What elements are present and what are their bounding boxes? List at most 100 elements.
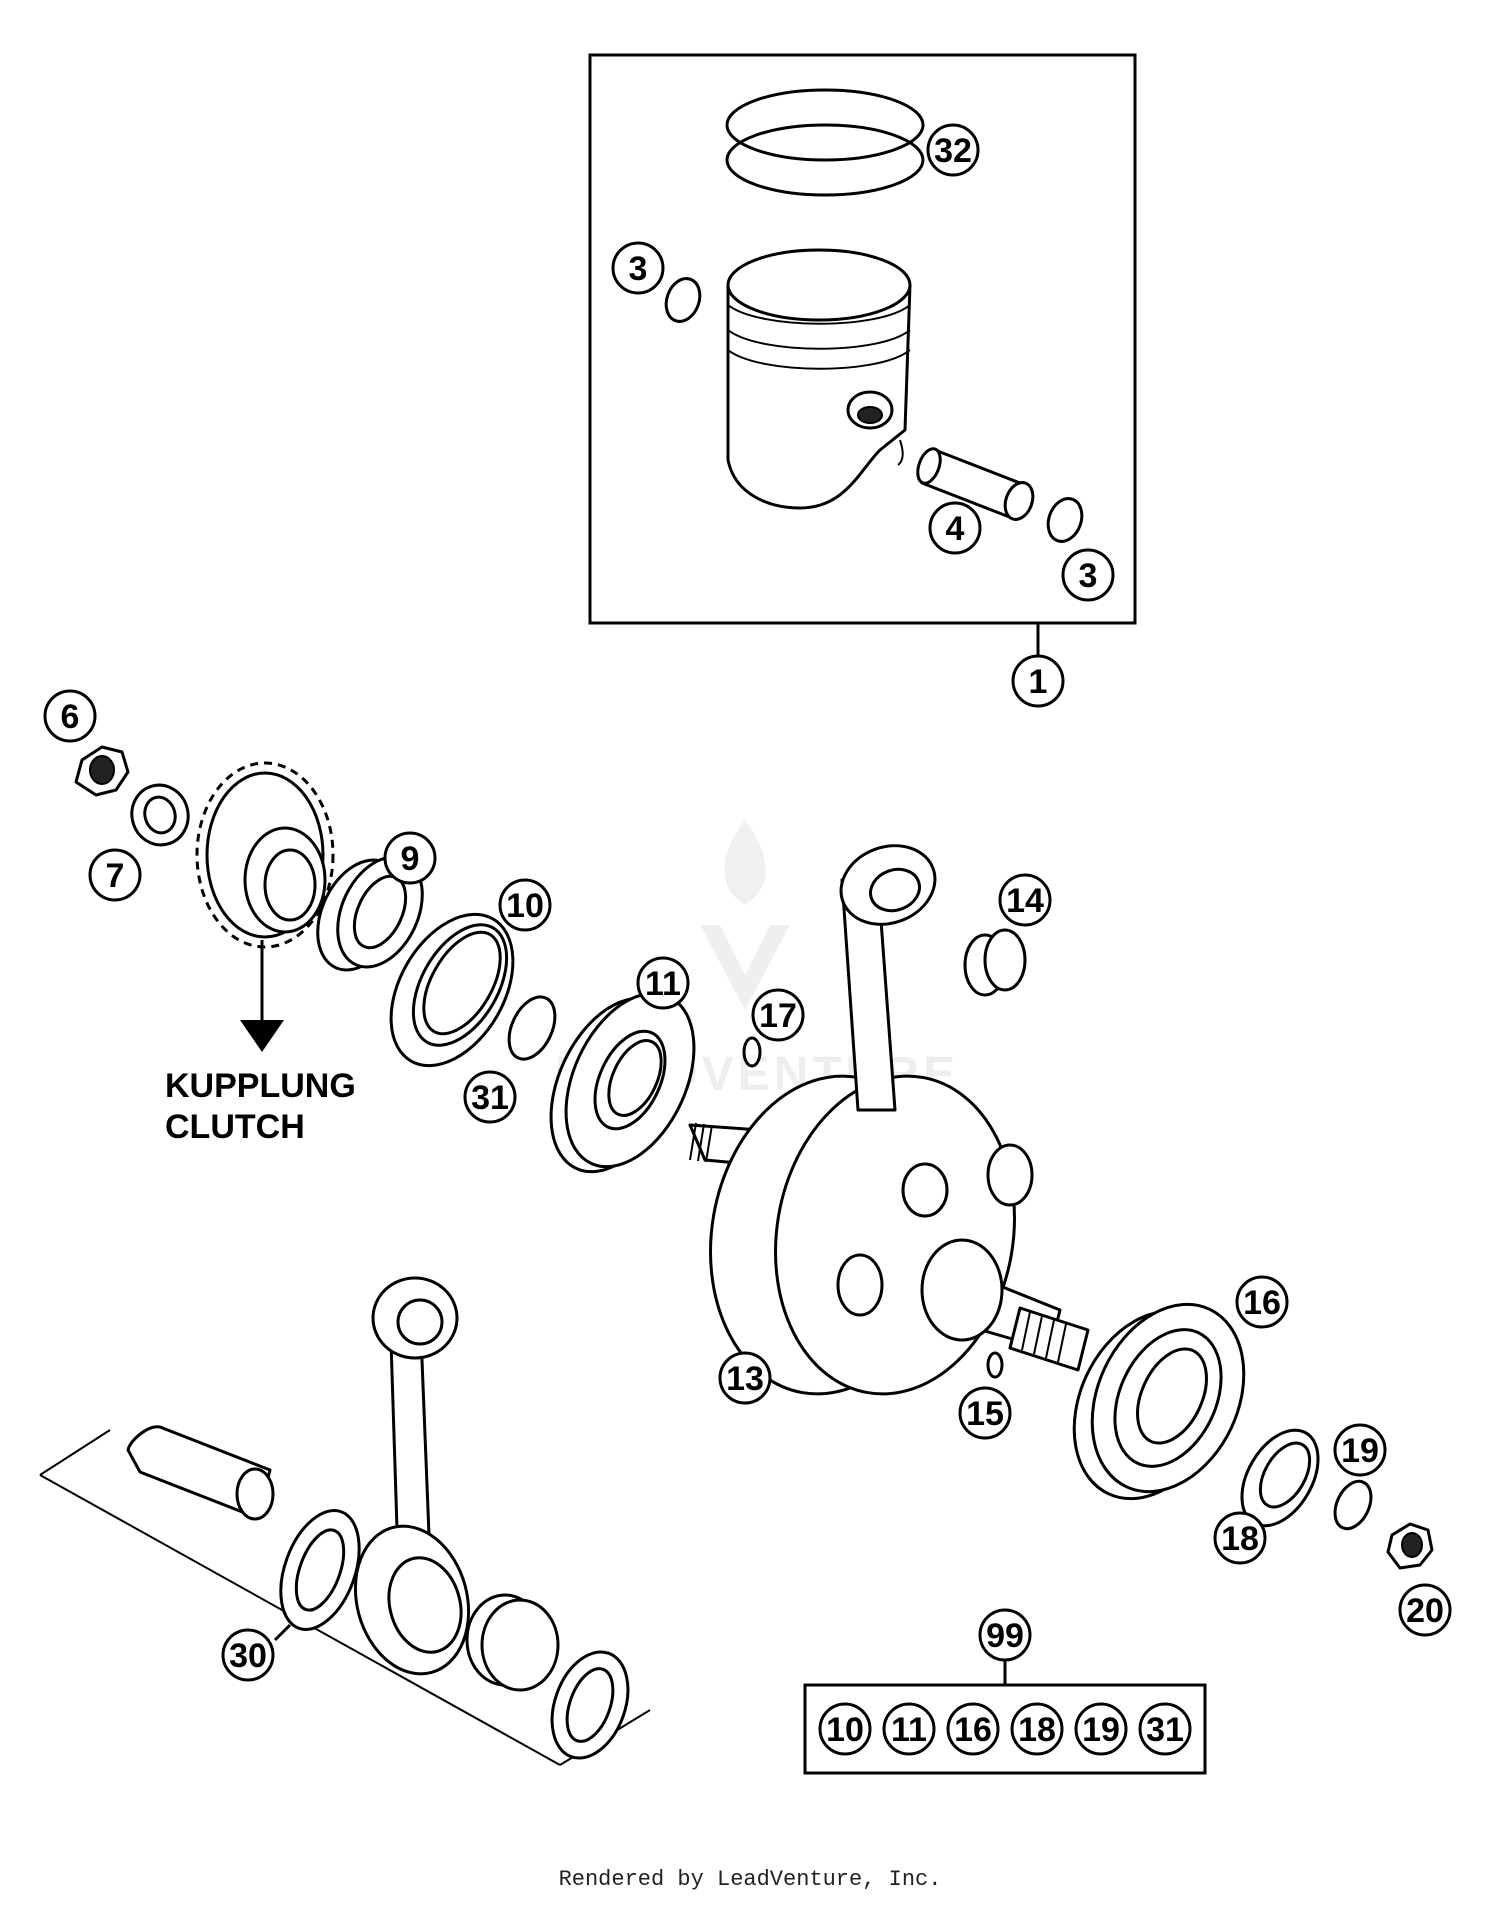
clutch-label-en: CLUTCH <box>165 1108 305 1146</box>
callout-31: 31 <box>463 1070 517 1124</box>
callout-7: 7 <box>88 848 142 902</box>
spacer-9 <box>316 855 424 972</box>
woodruff-key-15 <box>986 1351 1004 1379</box>
callout-number: 19 <box>1341 1432 1379 1470</box>
callout-number: 6 <box>61 698 80 736</box>
callout-number: 9 <box>401 840 420 878</box>
woodruff-key-17 <box>742 1036 762 1068</box>
callout-number: 4 <box>946 510 965 548</box>
callout-circle <box>498 878 552 932</box>
piston-kit-group <box>588 53 1137 655</box>
callout-number: 20 <box>1406 1592 1444 1630</box>
callout-number: 18 <box>1221 1520 1259 1558</box>
callout-circle <box>1061 548 1115 602</box>
callout-1: 1 <box>1011 654 1065 708</box>
callout-circle <box>221 1628 275 1682</box>
callout-32: 32 <box>926 123 980 177</box>
callout-number: 3 <box>1079 557 1098 595</box>
crankshaft-13 <box>688 844 1090 1396</box>
callout-circle <box>958 1386 1012 1440</box>
kit-99-items: 10 11 16 18 19 31 <box>818 1702 1192 1756</box>
kit-item-10: 10 <box>818 1702 872 1756</box>
callout-circle <box>1213 1511 1267 1565</box>
kit-item-31: 31 <box>1138 1702 1192 1756</box>
callout-3: 3 <box>611 241 665 295</box>
main-bearing-11 <box>549 991 696 1174</box>
kit-item-16: 16 <box>946 1702 1000 1756</box>
callout-13: 13 <box>718 1351 772 1405</box>
main-bearing-16 <box>1072 1302 1246 1501</box>
callout-number: 1 <box>1029 663 1048 701</box>
callout-circle <box>978 1608 1032 1662</box>
callout-9: 9 <box>383 831 437 885</box>
conrod-kit-leader <box>273 1623 292 1642</box>
needle-bearing-14 <box>963 928 1027 997</box>
callout-circle <box>383 831 437 885</box>
callout-circle <box>928 501 982 555</box>
kit-item-circle <box>882 1702 936 1756</box>
callout-19: 19 <box>1333 1423 1387 1477</box>
piston-pin <box>916 447 1035 521</box>
callout-3: 3 <box>1061 548 1115 602</box>
kit-item-number: 16 <box>954 1711 992 1749</box>
callout-number: 31 <box>471 1079 509 1117</box>
circlip-left <box>664 277 702 323</box>
shaft-seal-10 <box>389 912 515 1068</box>
callout-14: 14 <box>998 873 1052 927</box>
nut-6 <box>74 745 130 797</box>
callout-20: 20 <box>1398 1583 1452 1637</box>
callout-circle <box>88 848 142 902</box>
callout-number: 99 <box>986 1617 1024 1655</box>
callout-circle <box>1398 1583 1452 1637</box>
o-ring-31 <box>507 995 557 1061</box>
shaft-seal-18 <box>1240 1428 1320 1528</box>
kit-item-number: 31 <box>1146 1711 1184 1749</box>
kit-item-number: 10 <box>826 1711 864 1749</box>
kit-item-circle <box>818 1702 872 1756</box>
callout-number: 17 <box>759 997 797 1035</box>
callout-number: 3 <box>629 250 648 288</box>
nut-20 <box>1386 1522 1434 1570</box>
callout-number: 10 <box>506 887 544 925</box>
kit-item-circle <box>1010 1702 1064 1756</box>
callout-circle <box>751 988 805 1042</box>
kit-99-box <box>803 1683 1207 1775</box>
washer-7 <box>130 783 190 847</box>
kit-item-number: 19 <box>1082 1711 1120 1749</box>
callout-number: 11 <box>645 965 681 1003</box>
callout-circle <box>611 241 665 295</box>
callout-6: 6 <box>43 689 97 743</box>
primary-drive-gear <box>195 761 335 949</box>
callout-15: 15 <box>958 1386 1012 1440</box>
kit-item-circle <box>1138 1702 1192 1756</box>
callout-11: 11 <box>636 956 690 1010</box>
callout-number: 30 <box>229 1637 267 1675</box>
kit-item-18: 18 <box>1010 1702 1064 1756</box>
footer-credit: Rendered by LeadVenture, Inc. <box>559 1867 942 1892</box>
callout-circle <box>1333 1423 1387 1477</box>
callout-number: 32 <box>934 132 972 170</box>
piston <box>726 248 912 510</box>
callout-number: 7 <box>106 857 125 895</box>
conrod-kit-30 <box>39 1276 651 1766</box>
kit-item-number: 18 <box>1018 1711 1056 1749</box>
callout-circle <box>998 873 1052 927</box>
callout-10: 10 <box>498 878 552 932</box>
callout-circle <box>1235 1275 1289 1329</box>
callout-circle <box>463 1070 517 1124</box>
clutch-arrow <box>240 940 284 1052</box>
piston-rings <box>725 88 925 197</box>
callout-4: 4 <box>928 501 982 555</box>
callout-30: 30 <box>221 1628 275 1682</box>
callout-99: 99 <box>978 1608 1032 1662</box>
kit-item-circle <box>946 1702 1000 1756</box>
kit-item-11: 11 <box>882 1702 936 1756</box>
kit-item-number: 11 <box>891 1711 927 1749</box>
callout-16: 16 <box>1235 1275 1289 1329</box>
clutch-label-de: KUPPLUNG <box>165 1067 356 1105</box>
callout-circle <box>926 123 980 177</box>
callout-circle <box>1011 654 1065 708</box>
callout-number: 15 <box>966 1395 1004 1433</box>
